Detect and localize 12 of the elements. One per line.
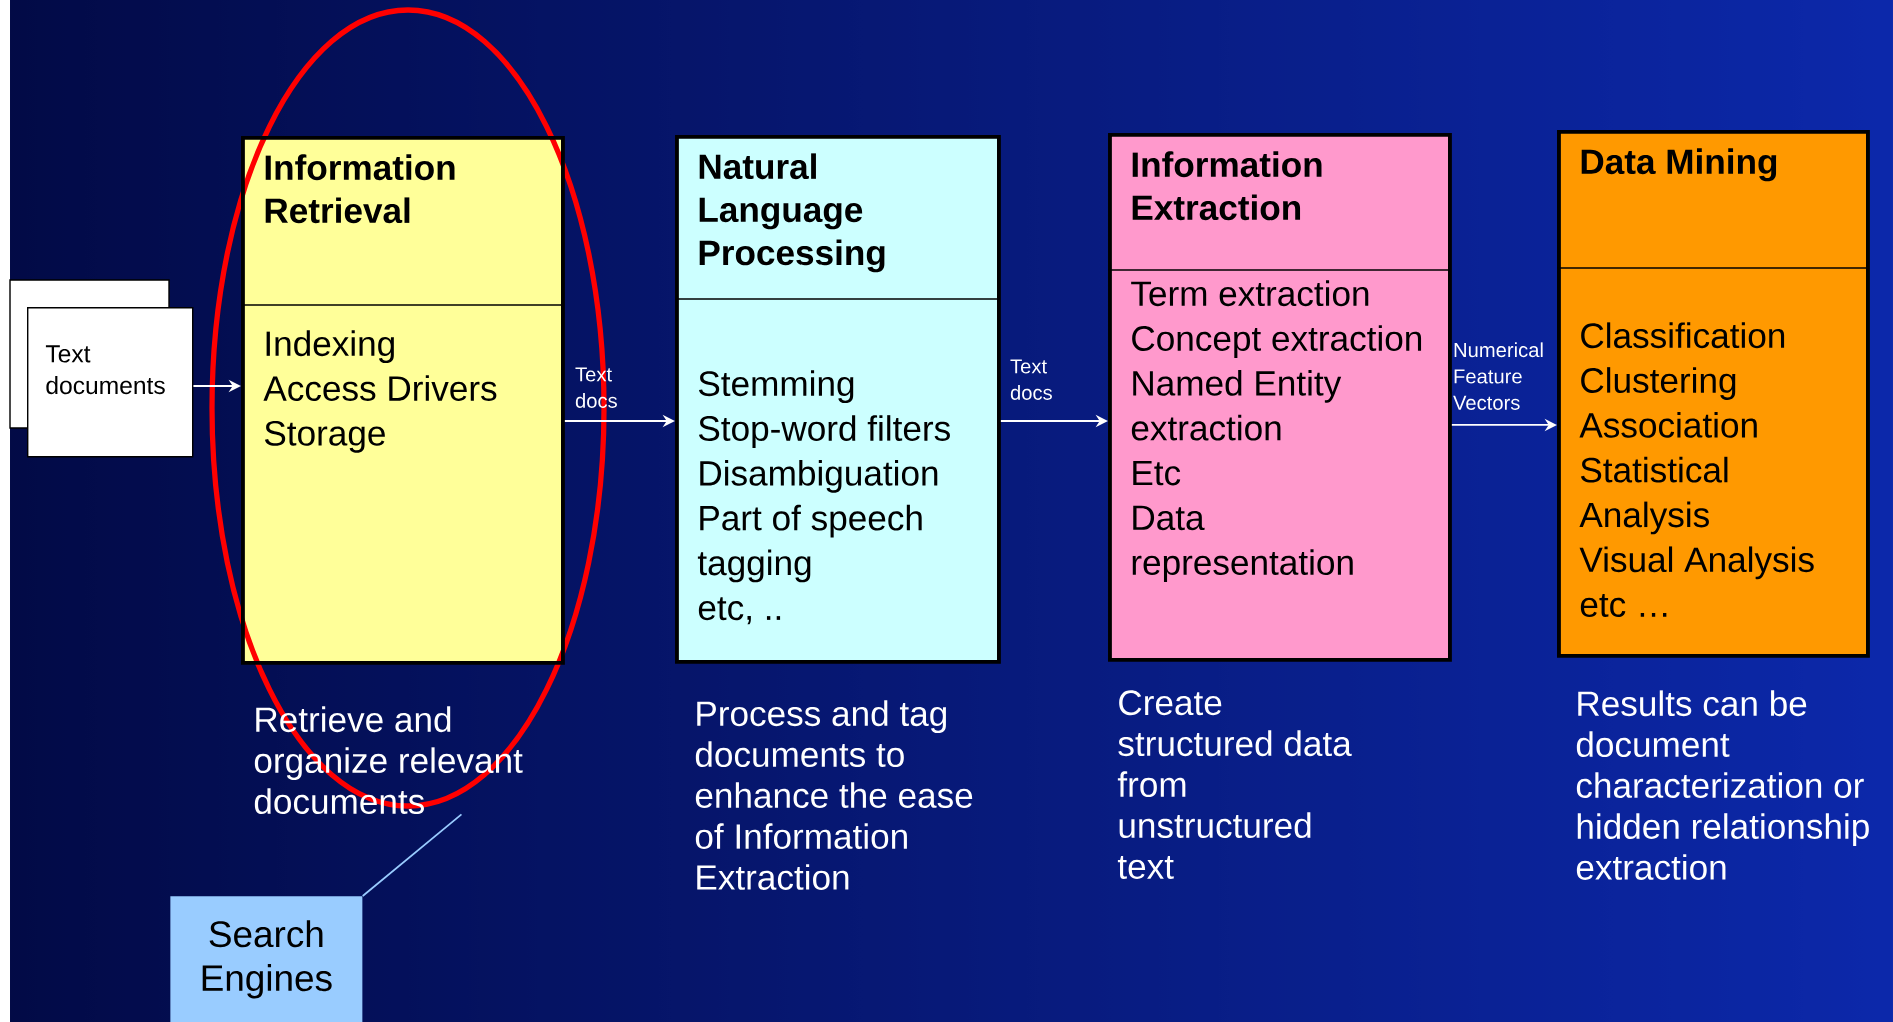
edge-label: Numerical Feature Vectors bbox=[1453, 342, 1543, 410]
process-box: Information Retrieval Indexing Access Drivers Storage bbox=[240, 136, 565, 665]
process-box: Natural Language Processing Stemming Stop-word filters Disambiguation Part of speech tagging etc, .. bbox=[674, 135, 1001, 664]
leader-line bbox=[361, 813, 463, 897]
process-box: Data Mining Classification Clustering Association Statistical Analysis Visual Analysis etc … bbox=[1556, 130, 1870, 658]
edge-label: Text docs bbox=[1010, 359, 1052, 400]
document-stack: Text documents bbox=[9, 279, 194, 458]
description-text: Create structured data from unstructured text bbox=[1117, 690, 1352, 879]
process-box: Information Extraction Term extraction Concept extraction Named Entity extraction Etc Data representation bbox=[1107, 133, 1452, 662]
description-text: Results can be document characterization or hidden relationship extraction bbox=[1576, 690, 1869, 880]
search-engines-box: Search Engines bbox=[170, 896, 363, 1022]
description-text: Process and tag documents to enhance the ease of Information Extraction bbox=[695, 700, 973, 890]
